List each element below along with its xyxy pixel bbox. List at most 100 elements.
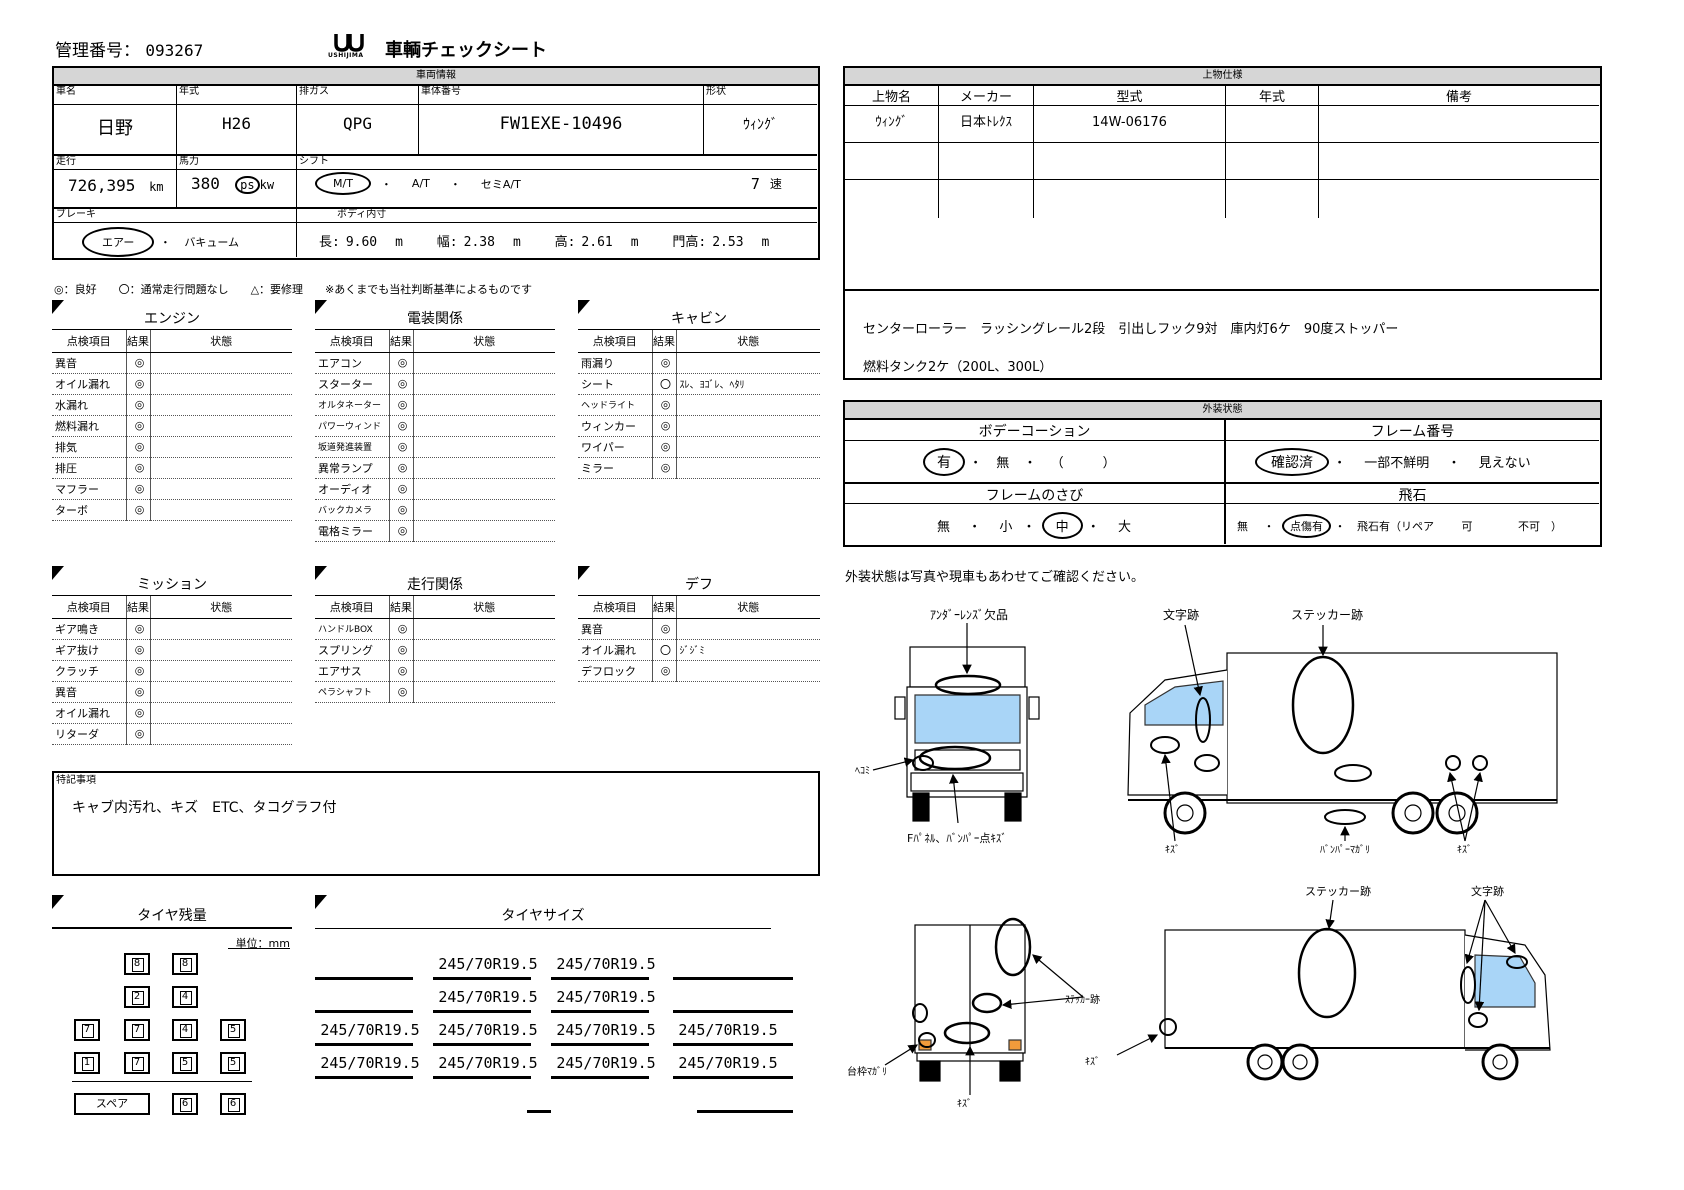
check-item: ギア鳴き	[52, 618, 126, 640]
check-result: ◎	[388, 352, 414, 374]
col-header-item: 点検項目	[52, 596, 126, 619]
check-item: スターター	[315, 373, 389, 395]
check-state	[413, 681, 555, 703]
check-item: オルタネーター	[315, 394, 389, 416]
tire-size-line	[551, 1010, 649, 1013]
diff-section: デフ 点検項目結果状態異音◎オイル漏れ〇ｼﾞｼﾞﾐデフロック◎	[578, 566, 820, 682]
check-state	[413, 478, 555, 500]
upper-cell	[1226, 106, 1319, 143]
upper-cell	[1319, 106, 1599, 143]
tire-remain-r1-right: 8	[172, 953, 198, 975]
table-row: クラッチ◎	[52, 660, 292, 682]
corner-mark-icon	[315, 895, 327, 909]
check-state	[150, 394, 292, 416]
front-dent-label: ﾍｺﾐ	[855, 766, 870, 777]
check-state	[676, 394, 820, 416]
check-item: 排気	[52, 436, 126, 458]
mileage-cell: 走行 726,395 km	[54, 156, 177, 207]
vehicle-info-box: 車両情報 車名 日野 年式 H26 排ガス QPG 車体番号 FW1EXE-10…	[52, 66, 820, 260]
table-row: オイル漏れ◎	[52, 373, 292, 395]
check-state	[150, 352, 292, 374]
truck-diagrams: ｱﾝﾀﾞｰﾚﾝｽﾞ欠品 ﾍｺﾐ Fﾊﾟﾈﾙ、ﾊﾞﾝﾊﾟｰ点ｷｽﾞ 文字跡 ステッ…	[847, 607, 1558, 1110]
tire-remain-r3-2: 7	[124, 1019, 150, 1041]
table-row: 燃料漏れ◎	[52, 415, 292, 437]
check-result: ◎	[388, 520, 414, 542]
truck-side-view-right-cab	[1116, 899, 1551, 1081]
col-header-item: 点検項目	[578, 596, 652, 619]
mission-table: 点検項目結果状態ギア鳴き◎ギア抜け◎クラッチ◎異音◎オイル漏れ◎リターダ◎	[52, 596, 292, 745]
check-result: ◎	[125, 394, 151, 416]
upper-cell	[845, 180, 939, 218]
rear-sticker-label: ｽﾃｯｶｰ跡	[1065, 993, 1100, 1006]
check-item: 電格ミラー	[315, 520, 389, 542]
tire-size-line	[551, 1043, 649, 1046]
check-state	[150, 373, 292, 395]
tire-remain-r2-right: 4	[172, 986, 198, 1008]
tire-size-line	[433, 977, 531, 980]
tire-size-line	[433, 1043, 531, 1046]
col-header-result: 結果	[651, 330, 677, 353]
check-result: ◎	[651, 457, 677, 479]
tire-size-line	[673, 1043, 793, 1046]
check-item: ハンドルBOX	[315, 618, 389, 640]
check-result: ◎	[651, 394, 677, 416]
tire-size-line	[433, 1010, 531, 1013]
side2-sticker-label: ステッカー跡	[1305, 884, 1371, 898]
check-state	[413, 352, 555, 374]
check-state	[413, 520, 555, 542]
upper-cell	[939, 143, 1034, 180]
check-result: ◎	[125, 723, 151, 745]
tire-size-value: 245/70R19.5	[556, 955, 656, 973]
upper-note-2: 燃料タンク2ケ（200L、300L）	[863, 360, 1053, 375]
year-cell: 年式 H26	[177, 86, 297, 154]
check-state	[413, 415, 555, 437]
diff-table: 点検項目結果状態異音◎オイル漏れ〇ｼﾞｼﾞﾐデフロック◎	[578, 596, 820, 682]
corner-mark-icon	[578, 566, 590, 580]
tire-size-value: 245/70R19.5	[556, 1054, 656, 1072]
table-row: 排圧◎	[52, 457, 292, 479]
check-result: ◎	[125, 702, 151, 724]
mission-section: ミッション 点検項目結果状態ギア鳴き◎ギア抜け◎クラッチ◎異音◎オイル漏れ◎リタ…	[52, 566, 292, 745]
table-row: 水漏れ◎	[52, 394, 292, 416]
vehicle-info-header: 車両情報	[54, 68, 818, 86]
rust-mid-circle: 中	[1041, 512, 1083, 539]
management-number: 管理番号： 093267	[55, 41, 204, 61]
side2-kizu-label: ｷｽﾞ	[1085, 1056, 1100, 1068]
col-header-result: 結果	[125, 330, 151, 353]
page-title: 車輌チェックシート	[385, 40, 547, 61]
check-result: ◎	[388, 499, 414, 521]
gas-cell: 排ガス QPG	[297, 86, 419, 154]
check-item: マフラー	[52, 478, 126, 500]
remarks-text: キャブ内汚れ、キズ ETC、タコグラフ付	[72, 800, 337, 816]
check-result: ◎	[125, 639, 151, 661]
check-state	[413, 394, 555, 416]
check-state	[150, 681, 292, 703]
exterior-state-header: 外装状態	[845, 402, 1600, 420]
table-row: ターボ◎	[52, 499, 292, 521]
side-kizu-label-2: ｷｽﾞ	[1457, 844, 1472, 856]
check-result: ◎	[125, 681, 151, 703]
check-item: 異音	[52, 352, 126, 374]
check-state	[413, 373, 555, 395]
check-state: ｽﾚ、ﾖｺﾞﾚ、ﾍﾀﾘ	[676, 373, 820, 395]
check-result: ◎	[388, 436, 414, 458]
col-header-item: 点検項目	[52, 330, 126, 353]
check-item: スプリング	[315, 639, 389, 661]
check-item: 異音	[52, 681, 126, 703]
tire-size-value: 245/70R19.5	[320, 1054, 420, 1072]
table-row: 坂道発進装置◎	[315, 436, 555, 458]
check-item: クラッチ	[52, 660, 126, 682]
truck-side-view-left-cab	[1127, 624, 1558, 842]
check-state	[413, 457, 555, 479]
tire-size-line	[673, 1010, 793, 1013]
check-state	[150, 723, 292, 745]
tire-size-line	[315, 1010, 413, 1013]
engine-table: 点検項目結果状態異音◎オイル漏れ◎水漏れ◎燃料漏れ◎排気◎排圧◎マフラー◎ターボ…	[52, 330, 292, 521]
tire-remain-r4-3: 5	[172, 1052, 198, 1074]
check-item: ターボ	[52, 499, 126, 521]
table-row: パワーウィンド◎	[315, 415, 555, 437]
table-row: ミラー◎	[578, 457, 820, 479]
